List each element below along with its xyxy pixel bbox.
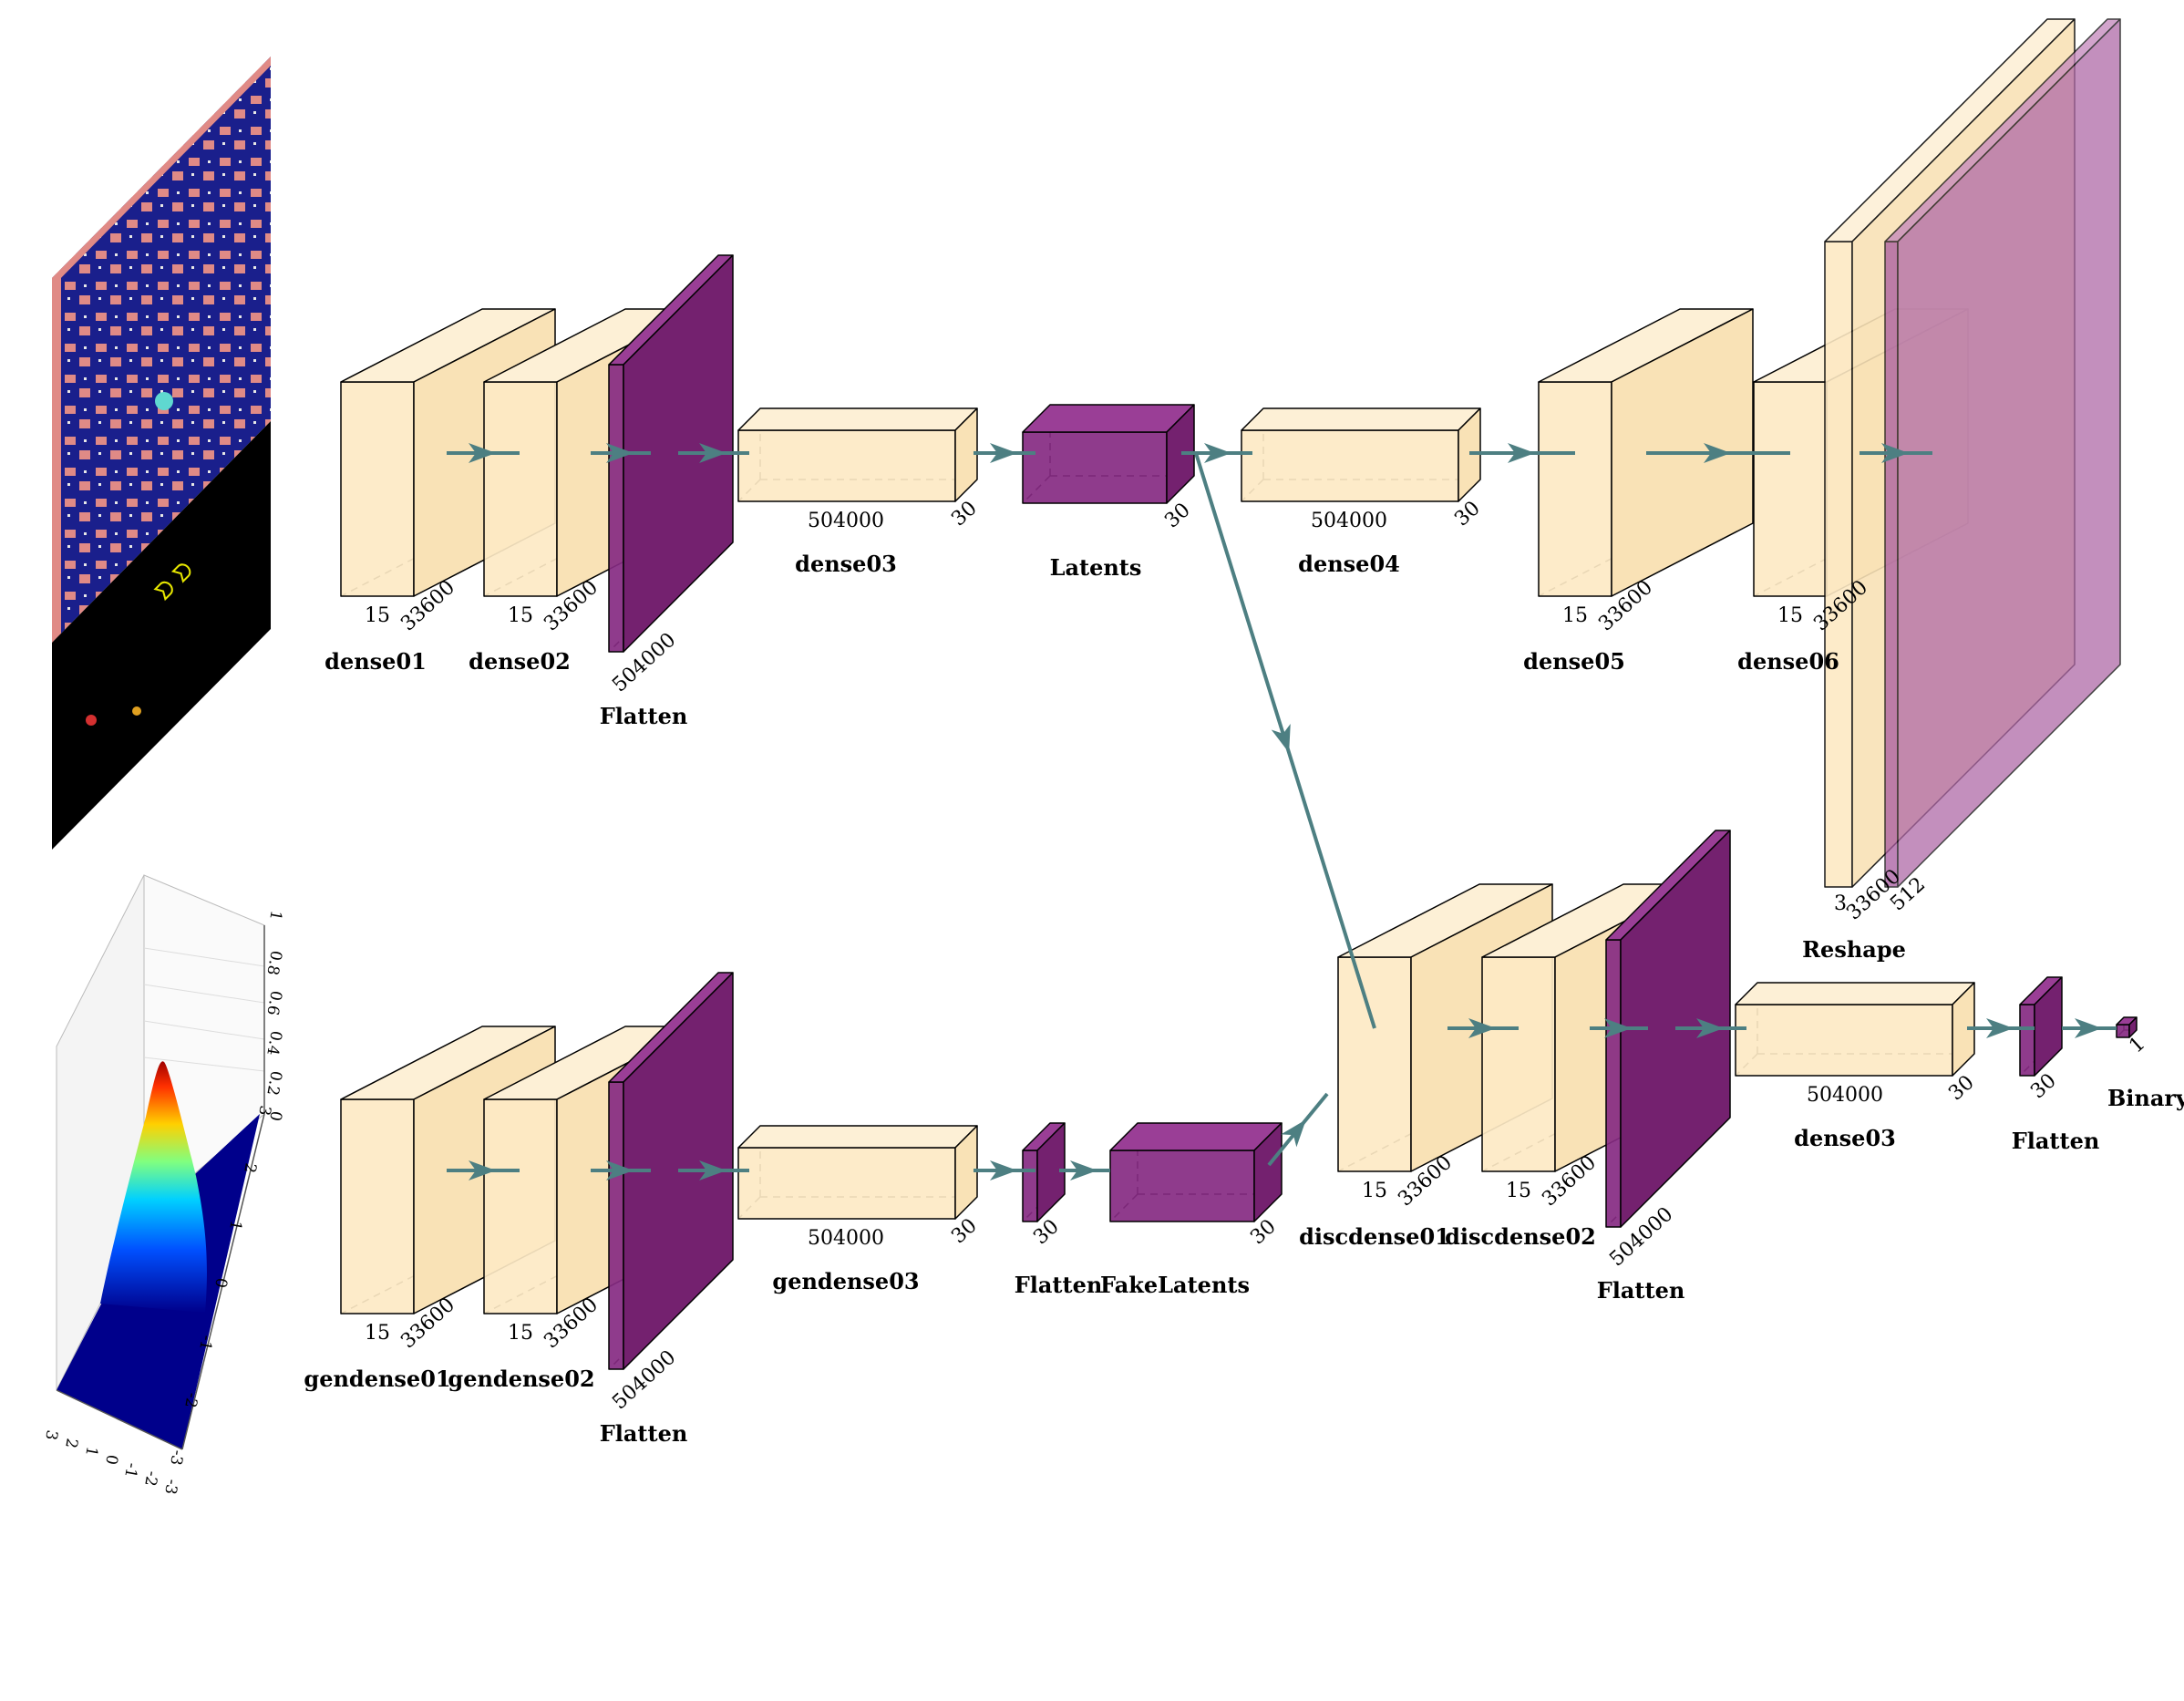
reshape-dim1: 3 [1834,892,1847,915]
flatten2-disc-label: Flatten [2012,1128,2100,1154]
arrow-latents-discdense01-head [1271,723,1291,753]
arrow-flatten2-binary-head [2075,1018,2102,1038]
fakelatents-block [1109,1122,1283,1222]
plot-tick-x-0: 3 [41,1428,61,1441]
gendense01-dim1: 15 [365,1322,390,1345]
disc-dense03-dim1: 504000 [1807,1084,1883,1107]
arrow-dense03-latents-head [990,443,1017,463]
gaussian-surface-plot [56,874,265,1450]
plot-tick-x-6: -3 [160,1478,181,1496]
discdense02-label: discdense02 [1445,1223,1596,1250]
gendense03-dim1: 504000 [808,1227,884,1250]
arrow-discdense02-flatten-head [1604,1018,1632,1038]
reshape-label: Reshape [1802,936,1906,963]
dense06-dim1: 15 [1777,604,1803,627]
plot-tick-x-2: 1 [81,1445,101,1458]
plot-tick-y-0: -3 [166,1448,187,1467]
arrow-dense05-dense06-head [1704,443,1731,463]
plot-tick-x-4: -1 [120,1461,141,1479]
plot-tick-y-1: -2 [180,1391,201,1409]
flatten2-generator-block [1022,1122,1066,1222]
arrow-latents-dense04-head [1204,443,1231,463]
arrow-dense02-flatten-head [606,443,634,463]
plot-tick-z-0: 1 [265,909,285,922]
dense04-label: dense04 [1298,551,1400,577]
plot-tick-y-3: 0 [211,1276,231,1289]
arrow-flatten-discdense03-head [1696,1018,1724,1038]
dense04-dim1: 504000 [1311,510,1387,532]
dense01-label: dense01 [325,648,427,675]
gendense03-label: gendense03 [772,1268,919,1294]
flatten2-disc-block [2019,976,2063,1077]
arrow-gendense03-flatten2-head [990,1160,1017,1180]
arrow-dense04-dense05-head [1508,443,1535,463]
arrow-gendense02-flatten-head [606,1160,634,1180]
arrow-fakelatents-discdense01-head [1281,1119,1306,1148]
dense03-dim1: 504000 [808,510,884,532]
arrow-flatten2-fakelatents-head [1070,1160,1097,1180]
flatten-disc-label: Flatten [1597,1277,1685,1304]
arrow-gendense01-gendense02-head [469,1160,496,1180]
arrow-dense06-reshape-head [1881,443,1909,463]
reshape-slab-2 [1884,18,2121,888]
discdense01-label: discdense01 [1299,1223,1450,1250]
plot-tick-z-4: 0.2 [263,1069,284,1097]
plot-tick-y-6: 3 [254,1104,274,1117]
plot-tick-y-4: 1 [225,1219,245,1232]
arrow-latents-discdense01 [1181,451,1376,1029]
dense05-dim1: 15 [1562,604,1588,627]
plot-tick-z-2: 0.6 [263,989,284,1016]
discdense02-dim1: 15 [1506,1180,1531,1202]
dense06-label: dense06 [1737,648,1839,675]
plot-tick-x-5: -2 [140,1469,161,1488]
plot-tick-y-5: 2 [240,1161,260,1174]
dense03-label: dense03 [795,551,897,577]
flatten-generator-label: Flatten [600,1420,688,1447]
dense03-block [737,407,978,502]
binary-label: Binary [2107,1085,2184,1111]
dense05-label: dense05 [1523,648,1625,675]
plot-tick-y-2: -1 [195,1334,216,1352]
pacman-game-frame: ᗤ ᗤ [52,57,271,850]
plot-tick-x-1: 2 [61,1437,81,1449]
dense04-block [1241,407,1481,502]
plot-tick-z-5: 0 [265,1109,285,1122]
discdense01-dim1: 15 [1362,1180,1387,1202]
arrow-flatten-dense03-head [699,443,726,463]
dense02-label: dense02 [469,648,571,675]
plot-tick-z-1: 0.8 [263,949,284,976]
flatten-encoder-label: Flatten [600,703,688,729]
arrow-discdense01-discdense02-head [1468,1018,1496,1038]
flatten2-generator-label: Flatten [1015,1272,1103,1298]
dense01-dim1: 15 [365,604,390,627]
dense02-dim1: 15 [508,604,533,627]
connection-arrows [447,443,2117,1180]
fakelatents-label: FakeLatents [1100,1272,1250,1298]
plot-tick-z-3: 0.4 [263,1029,284,1057]
gendense02-label: gendense02 [448,1366,594,1392]
latents-block [1022,404,1195,504]
latents-label: Latents [1050,554,1142,581]
layer-blocks [340,18,2138,1370]
gendense02-dim1: 15 [508,1322,533,1345]
gendense03-block [737,1125,978,1220]
plot-tick-x-3: 0 [101,1453,121,1466]
disc-dense03-label: dense03 [1794,1125,1896,1151]
arrow-dense01-dense02-head [469,443,496,463]
disc-dense03-block [1735,982,1975,1077]
arrow-discdense03-flatten2-head [1986,1018,2014,1038]
arrow-flatten-gendense03-head [699,1160,726,1180]
gendense01-label: gendense01 [304,1366,450,1392]
